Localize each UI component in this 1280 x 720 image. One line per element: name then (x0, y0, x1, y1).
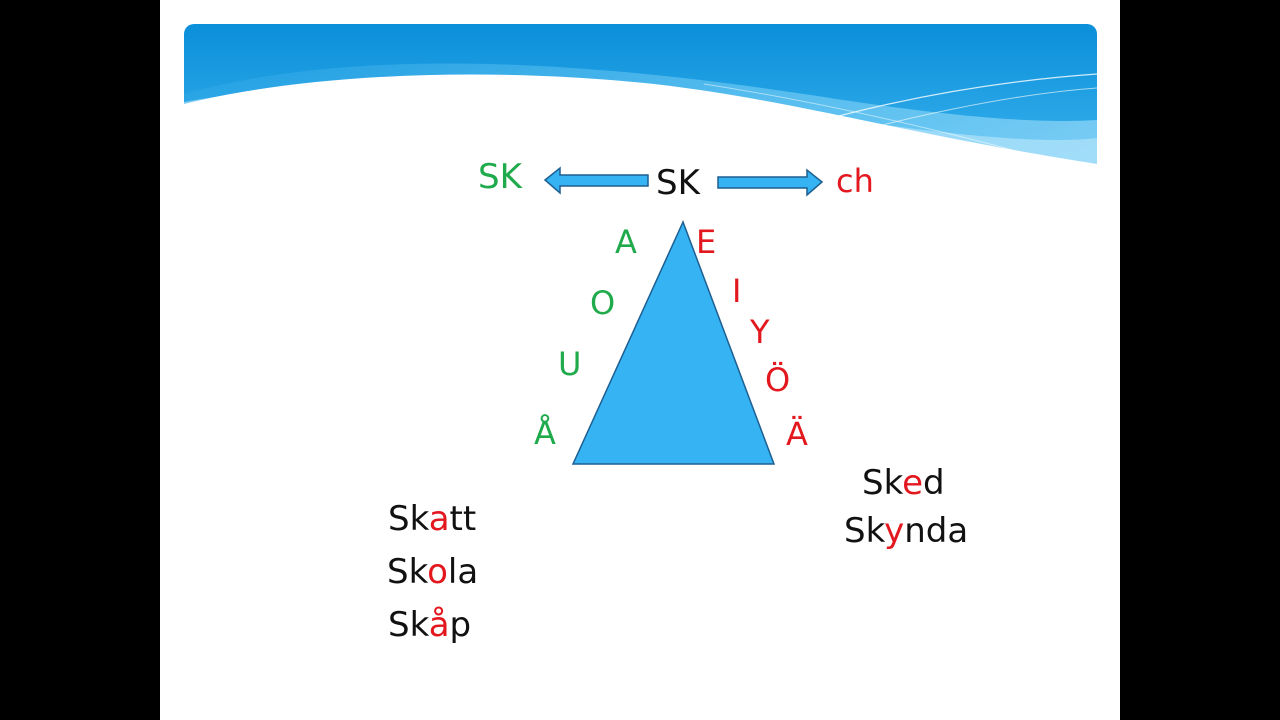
diagram (543, 166, 824, 465)
hard-word-skatt: Skatt (388, 502, 476, 536)
word-rest: p (449, 605, 472, 645)
slide: SK SK ch A O U Å E I Y Ö Ä Skatt Skola S… (160, 0, 1120, 720)
word-rest: la (447, 552, 479, 592)
word-vowel: o (427, 552, 448, 592)
word-vowel: å (428, 605, 450, 645)
sk-center-label: SK (656, 163, 700, 203)
soft-vowel-y: Y (750, 313, 770, 351)
soft-word-skynda: Skynda (844, 514, 968, 548)
word-rest: nda (904, 511, 969, 551)
word-prefix: Sk (862, 463, 903, 503)
hard-word-skola: Skola (387, 555, 478, 589)
header-banner (184, 24, 1097, 169)
sk-hard-label: SK (478, 157, 522, 197)
word-vowel: e (902, 463, 923, 503)
word-prefix: Sk (387, 552, 428, 592)
word-prefix: Sk (844, 511, 885, 551)
soft-vowel-e: E (696, 223, 717, 261)
word-prefix: Sk (388, 605, 429, 645)
hard-vowel-aa: Å (534, 414, 556, 452)
word-vowel: y (884, 511, 905, 551)
word-vowel: a (428, 499, 450, 539)
hard-vowel-o: O (590, 284, 616, 322)
triangle (571, 220, 776, 465)
word-prefix: Sk (388, 499, 429, 539)
ch-soft-label: ch (836, 162, 874, 200)
hard-vowel-u: U (558, 345, 582, 383)
wave-graphic (184, 24, 1097, 169)
right-arrow (717, 168, 824, 197)
hard-vowel-a: A (615, 223, 637, 261)
soft-vowel-ae: Ä (786, 415, 808, 453)
hard-word-skap: Skåp (388, 608, 471, 642)
soft-vowel-i: I (732, 272, 742, 310)
word-rest: d (922, 463, 945, 503)
soft-word-sked: Sked (862, 466, 945, 500)
soft-vowel-oe: Ö (765, 361, 791, 399)
word-rest: tt (449, 499, 477, 539)
left-arrow (543, 166, 649, 195)
